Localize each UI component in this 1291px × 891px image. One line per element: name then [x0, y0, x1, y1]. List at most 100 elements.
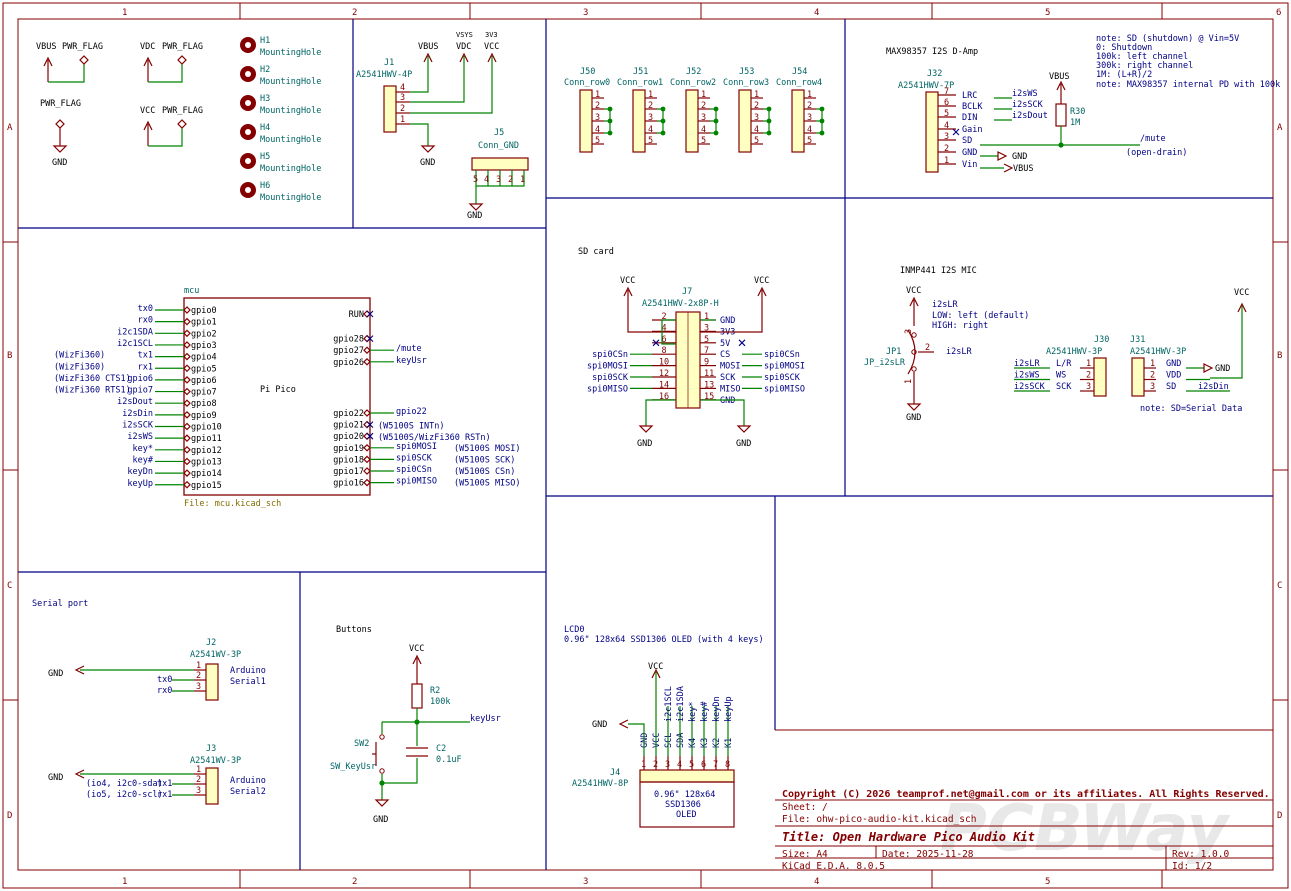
mcu-pin-note: (W5100S MOSI) — [454, 444, 521, 454]
sd-gnd-right: GND — [736, 439, 751, 449]
sd-net-label: spi0CSn — [592, 350, 628, 360]
row-conn-pin: 5 — [595, 136, 600, 146]
j5-value: Conn_GND — [478, 141, 519, 151]
jp1-value: JP_i2sLR — [864, 358, 906, 368]
amp-note: 100k: left channel — [1096, 52, 1188, 62]
jp1-pin: 3 — [904, 329, 914, 334]
mcu-net-label: i2sDin — [122, 409, 153, 419]
lcd-pin-signal: K2 — [712, 738, 722, 748]
mcu-pin-name: gpio5 — [191, 364, 217, 374]
mcu-pin-name: gpio8 — [191, 399, 217, 409]
row-conn-value: Conn_row4 — [776, 78, 822, 88]
frame-row-a-right: A — [1277, 123, 1283, 133]
sheet-pin-marker — [363, 478, 371, 487]
amp-pin-number: 2 — [944, 144, 949, 154]
buttons-net: keyUsr — [470, 714, 501, 724]
j31-vcc: VCC — [1234, 288, 1249, 298]
pwr-flag-label: PWR_FLAG — [162, 42, 203, 52]
amp-pin-number: 6 — [944, 98, 949, 108]
r2-value: 100k — [430, 697, 450, 707]
mcu-pin-name: gpio0 — [191, 306, 217, 316]
mcu-pin-note: (W5100S MISO) — [454, 479, 521, 489]
mcu-net-label: rx0 — [138, 316, 153, 326]
sd-pin-signal: CS — [720, 350, 730, 360]
amp-vbus: VBUS — [1013, 164, 1033, 174]
j2-value: A2541WV-3P — [190, 650, 241, 660]
mcu-net-label: i2c1SDA — [117, 327, 153, 337]
sheet-pin-marker — [183, 364, 191, 373]
j2-net: tx0 — [157, 675, 172, 685]
lcd-pin-signal: GND — [640, 733, 650, 748]
power-flags-section: VBUS PWR_FLAG VDC PWR_FLAG PWR_FLAG GND … — [36, 42, 203, 168]
j2-net: rx0 — [157, 686, 172, 696]
sw2-value: SW_KeyUsr — [330, 762, 376, 772]
row-conn-pin: 4 — [807, 125, 812, 135]
sd-pin-number: 11 — [704, 369, 714, 379]
hole-ref: H6 — [260, 181, 270, 191]
row-conn-pin: 2 — [807, 101, 812, 111]
j30-pin-signal: L/R — [1056, 359, 1072, 369]
j5-pin: 5 — [473, 175, 478, 185]
mcu-pin-note: (WizFi360 RTS1) — [54, 386, 131, 396]
frame-row-d-right: D — [1277, 811, 1282, 821]
sheet-pin-marker — [183, 352, 191, 361]
j7-ref: J7 — [682, 287, 692, 297]
mic-lr-note: LOW: left (default) — [932, 311, 1029, 321]
sd-pin-number: 9 — [704, 358, 709, 368]
mcu-net-label: tx0 — [138, 304, 153, 314]
amp-pin-signal: GND — [962, 148, 977, 158]
row-connectors: J50Conn_row012345J51Conn_row112345J52Con… — [564, 67, 825, 153]
hole-value: MountingHole — [260, 106, 321, 116]
r2-ref: R2 — [430, 686, 440, 696]
j3-net: tx1 — [157, 779, 172, 789]
sd-card-section: SD card J7 A2541HWV-2x8P-H 2468spi0CSn10… — [578, 247, 805, 449]
mic-lr-note: i2sLR — [932, 300, 958, 310]
sd-net-label: spi0MISO — [764, 384, 805, 394]
sd-net-label: spi0CSn — [764, 350, 800, 360]
sd-pin-signal: 5V — [720, 339, 730, 349]
sd-pin-number: 10 — [659, 358, 669, 368]
mcu-pin-name: gpio19 — [333, 444, 364, 454]
mcu-net-label: spi0MOSI — [396, 442, 437, 452]
mcu-pin-name: gpio14 — [191, 469, 222, 479]
j30-pin-number: 2 — [1086, 371, 1091, 381]
row-conn-pin: 3 — [648, 113, 653, 123]
mcu-pin-note: (W5100S SCK) — [454, 455, 515, 465]
jp1-gnd: GND — [906, 413, 921, 423]
mcu-pin-name: gpio11 — [191, 434, 222, 444]
row-conn-pin: 1 — [807, 90, 812, 100]
lcd-net-label: key# — [700, 701, 710, 722]
jp1-pin: 2 — [925, 343, 930, 353]
lcd-pin-number: 3 — [665, 760, 670, 770]
mcu-pin-name: gpio3 — [191, 341, 217, 351]
sheet-pin-marker — [183, 376, 191, 384]
sheet-pin-marker — [183, 445, 191, 454]
pwr-flag-label: PWR_FLAG — [162, 106, 203, 116]
hole-ref: H3 — [260, 94, 270, 104]
j31-net-label: i2sDin — [1198, 382, 1229, 392]
hole-value: MountingHole — [260, 135, 321, 145]
watermark: PCBWay — [940, 792, 1231, 866]
mcu-pin-name: gpio18 — [333, 455, 364, 465]
sd-pin-signal: MOSI — [720, 362, 740, 372]
mcu-pin-note: (W5100S/WizFi360 RSTn) — [378, 433, 491, 443]
sheet-rev: Rev: 1.0.0 — [1172, 849, 1229, 860]
lcd-pin-signal: VCC — [652, 733, 662, 748]
frame-col-6: 6 — [1276, 8, 1281, 18]
frame-row-c-right: C — [1277, 581, 1282, 591]
lcd-section: LCD0 0.96" 128x64 SSD1306 OLED (with 4 k… — [564, 625, 764, 828]
jp1-ref: JP1 — [886, 347, 901, 357]
sd-pin-number: 16 — [659, 392, 669, 402]
row-conn-ref: J51 — [633, 67, 648, 77]
row-conn-ref: J52 — [686, 67, 701, 77]
amp-note: note: SD (shutdown) @ Vin=5V — [1096, 34, 1239, 44]
mcu-net-label: keyDn — [127, 467, 153, 477]
lcd-pin-number: 6 — [701, 760, 706, 770]
section-dividers — [18, 19, 1273, 870]
mounting-hole-h5: H5 MountingHole — [240, 152, 321, 174]
